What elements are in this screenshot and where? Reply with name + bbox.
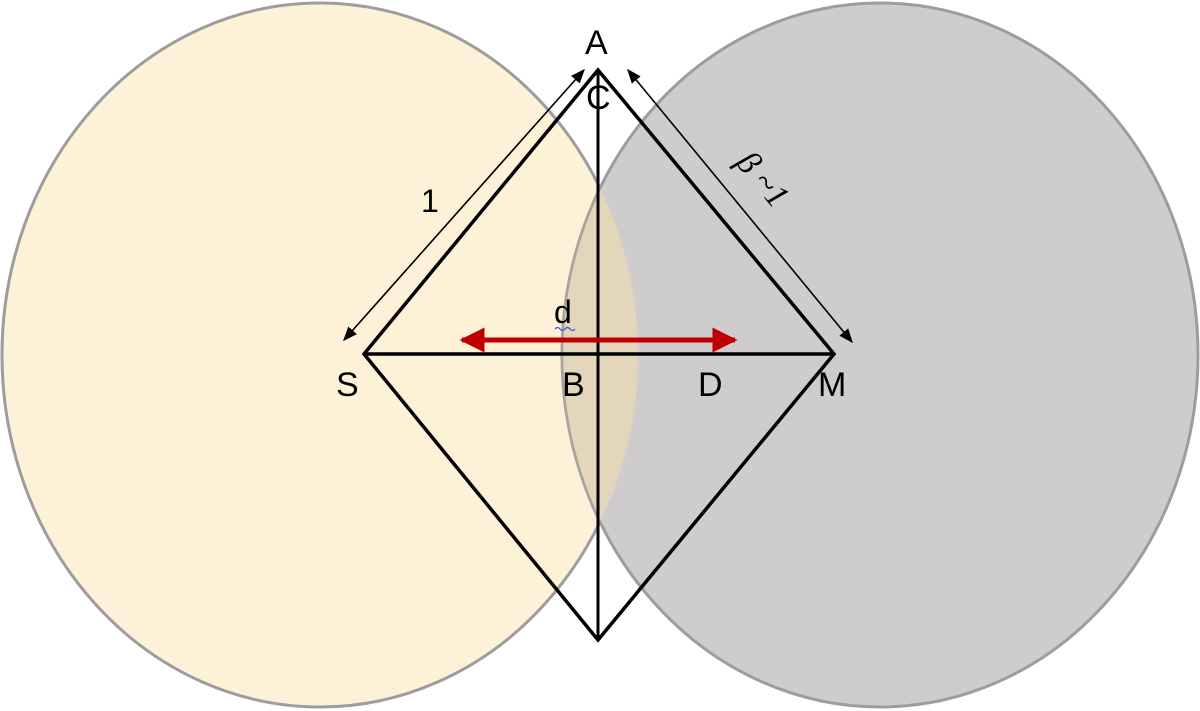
point-label-M: M xyxy=(818,366,846,404)
point-label-D: D xyxy=(698,366,723,404)
spell-check-squiggle xyxy=(554,326,576,332)
double-headed-arrow-icon xyxy=(343,68,585,342)
point-label-C: C xyxy=(586,79,611,117)
distance-label-d: d xyxy=(554,294,572,330)
side-length-label: 1 xyxy=(421,183,439,219)
point-label-B: B xyxy=(562,366,585,404)
point-label-S: S xyxy=(336,366,359,404)
point-label-A: A xyxy=(585,24,608,62)
double-headed-arrow-icon xyxy=(627,68,853,344)
